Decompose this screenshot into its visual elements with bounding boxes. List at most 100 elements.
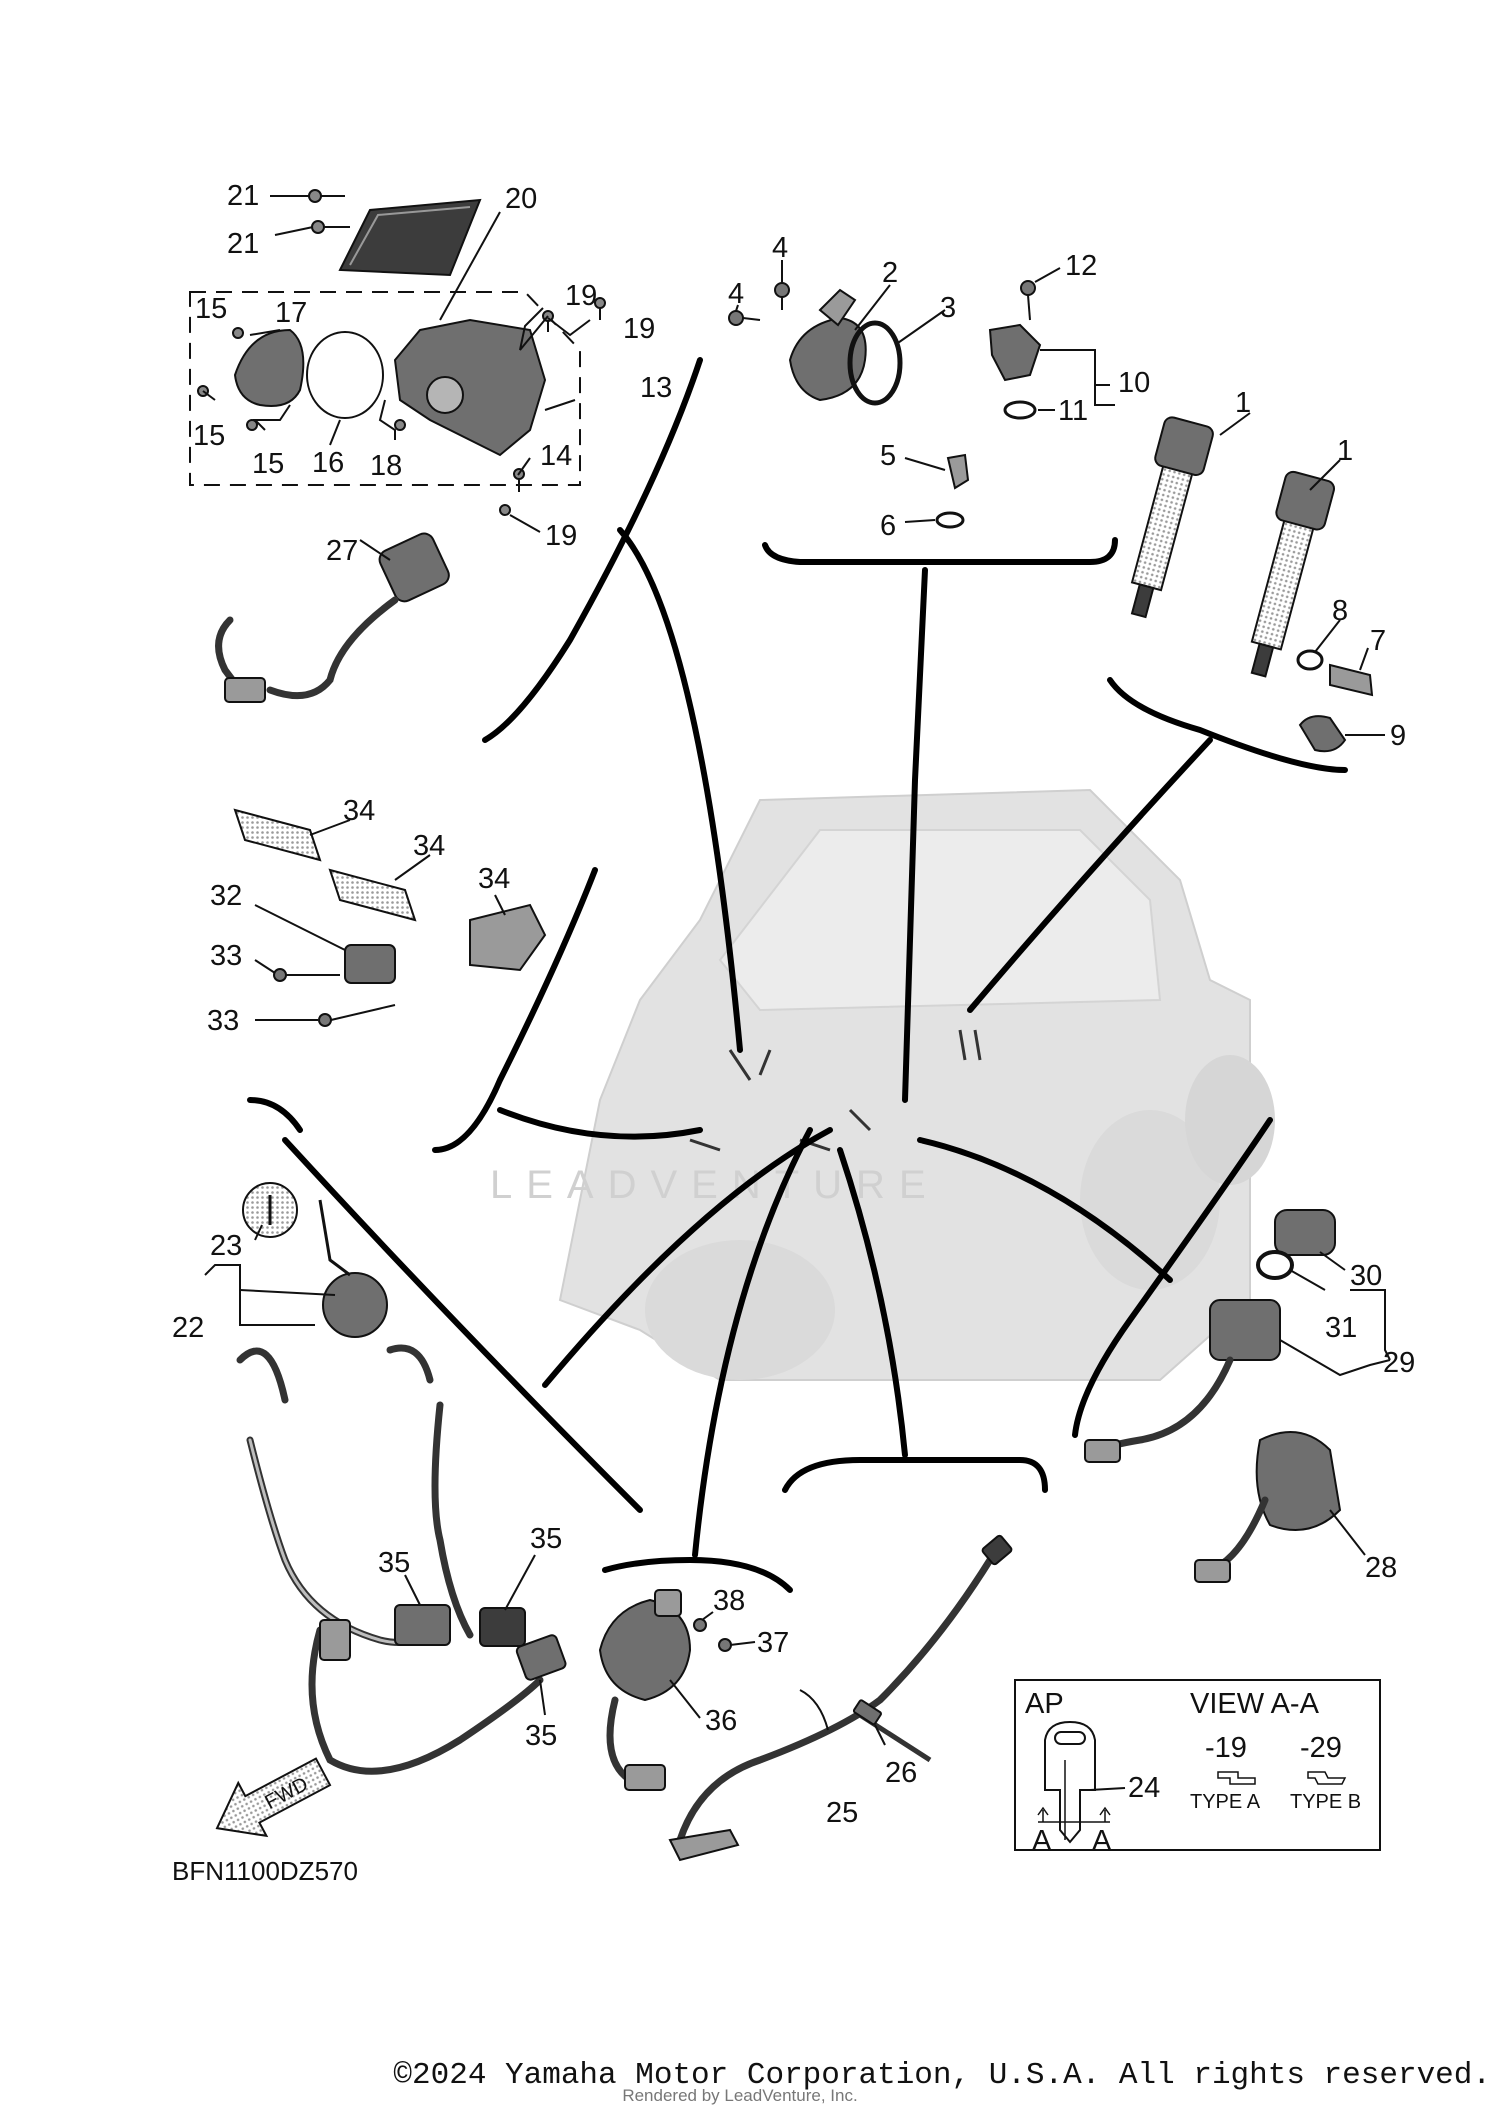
callout-20: 20 [505,183,537,215]
callout-21: 21 [227,180,259,212]
assembly-dashed-box [189,291,581,486]
callout-8: 8 [1332,595,1348,627]
callout-35: 35 [525,1720,557,1752]
callout-37: 37 [757,1627,789,1659]
group-brackets [247,357,1348,1593]
callout-10: 10 [1118,367,1150,399]
part-10-sensor [988,323,1042,382]
callout-33: 33 [207,1005,239,1037]
inset-variant-a-type: TYPE A [1190,1791,1261,1813]
callout-34: 34 [478,863,510,895]
part-35-connector-a [394,1604,451,1646]
part-27-sensor-harness [215,532,450,703]
part-16-gasket [306,331,384,419]
inset-section-mark-right: A [1092,1825,1112,1857]
callout-1: 1 [1235,387,1251,419]
part-38-washer [693,1618,707,1632]
callout-11: 11 [1058,395,1088,427]
callout-5: 5 [880,440,896,472]
callout-labels: 1 1 2 3 4 4 5 6 7 8 9 10 11 12 13 14 15 … [172,180,1415,1829]
main-switch-group [204,1182,388,1338]
callout-32: 32 [210,880,242,912]
callout-36: 36 [705,1705,737,1737]
relay-group [233,808,547,1027]
part-3-o-ring [847,320,903,406]
callout-33: 33 [210,940,242,972]
callout-22: 22 [172,1312,204,1344]
inset-variant-a-code: -19 [1205,1732,1247,1764]
callout-19: 19 [565,280,597,312]
type-b-profile-icon [1307,1771,1347,1785]
switch-group-right [1084,1209,1391,1583]
callout-28: 28 [1365,1552,1397,1584]
callout-24: 24 [1128,1772,1160,1804]
callout-15: 15 [195,293,227,325]
callout-4: 4 [772,232,788,264]
key-icon [1044,1720,1096,1844]
part-37-bolt [718,1638,732,1652]
inset-variant-b-code: -29 [1300,1732,1342,1764]
part-34-b [328,868,417,922]
callout-6: 6 [880,510,896,542]
callout-34: 34 [413,830,445,862]
callout-2: 2 [882,257,898,289]
callout-19: 19 [623,313,655,345]
callout-14: 14 [540,440,572,472]
part-11-o-ring [1003,400,1037,420]
callout-7: 7 [1370,625,1386,657]
fwd-arrow-icon: FWD [215,1757,332,1838]
callout-26: 26 [885,1757,917,1789]
watermark-text: LEADVENTURE [490,1163,940,1207]
horn-and-harness-group [598,1534,1013,1862]
inset-section-mark-left: A [1032,1825,1052,1857]
part-22-switch [322,1272,388,1338]
callout-15: 15 [252,448,284,480]
part-17-cover [233,328,305,407]
cam-sensor-group [728,260,1115,529]
callout-38: 38 [713,1585,745,1617]
callout-17: 17 [275,297,307,329]
inset-variant-b-type: TYPE B [1290,1791,1361,1813]
key-view-inset: AP VIEW A-A A A -19 -29 TYPE A TYPE B [1014,1679,1381,1857]
vehicle-silhouette: LEADVENTURE [490,788,1275,1381]
callout-16: 16 [312,447,344,479]
callout-9: 9 [1390,720,1406,752]
callout-4: 4 [728,278,744,310]
callout-35: 35 [378,1547,410,1579]
harness-35-group: FWD [215,1344,567,1838]
callout-21: 21 [227,228,259,260]
part-35-connector-b [479,1607,526,1647]
copyright-notice: ©2024 Yamaha Motor Corporation, U.S.A. A… [393,2058,1491,2093]
ignition-coil-group [1130,412,1385,753]
callout-25: 25 [826,1797,858,1829]
callout-29: 29 [1383,1347,1415,1379]
part-35-connector-c [515,1634,567,1681]
part-34-c [469,903,547,972]
callout-13: 13 [640,372,672,404]
part-32-sensor [344,944,396,984]
callout-12: 12 [1065,250,1097,282]
callout-27: 27 [326,535,358,567]
callout-15: 15 [193,420,225,452]
callout-23: 23 [210,1230,242,1262]
diagram-code: BFN1100DZ570 [172,1856,358,1886]
part-1-coil-a [1130,416,1214,619]
callout-35: 35 [530,1523,562,1555]
part-5-sensor [946,453,970,490]
inset-ap-label: AP [1025,1688,1064,1720]
callout-18: 18 [370,450,402,482]
throttle-body-assembly [189,189,606,533]
callout-31: 31 [1325,1312,1357,1344]
part-7-sensor [1329,663,1374,697]
callout-3: 3 [940,292,956,324]
part-30-cap [1274,1209,1336,1256]
group-leader-lines [282,527,1213,1558]
callout-34: 34 [343,795,375,827]
part-1-coil-b [1250,470,1335,678]
part-8-o-ring [1296,649,1324,671]
inset-view-label: VIEW A-A [1190,1688,1320,1720]
part-29-switch [1209,1299,1281,1361]
rendered-by-credit: Rendered by LeadVenture, Inc. [622,2086,858,2105]
